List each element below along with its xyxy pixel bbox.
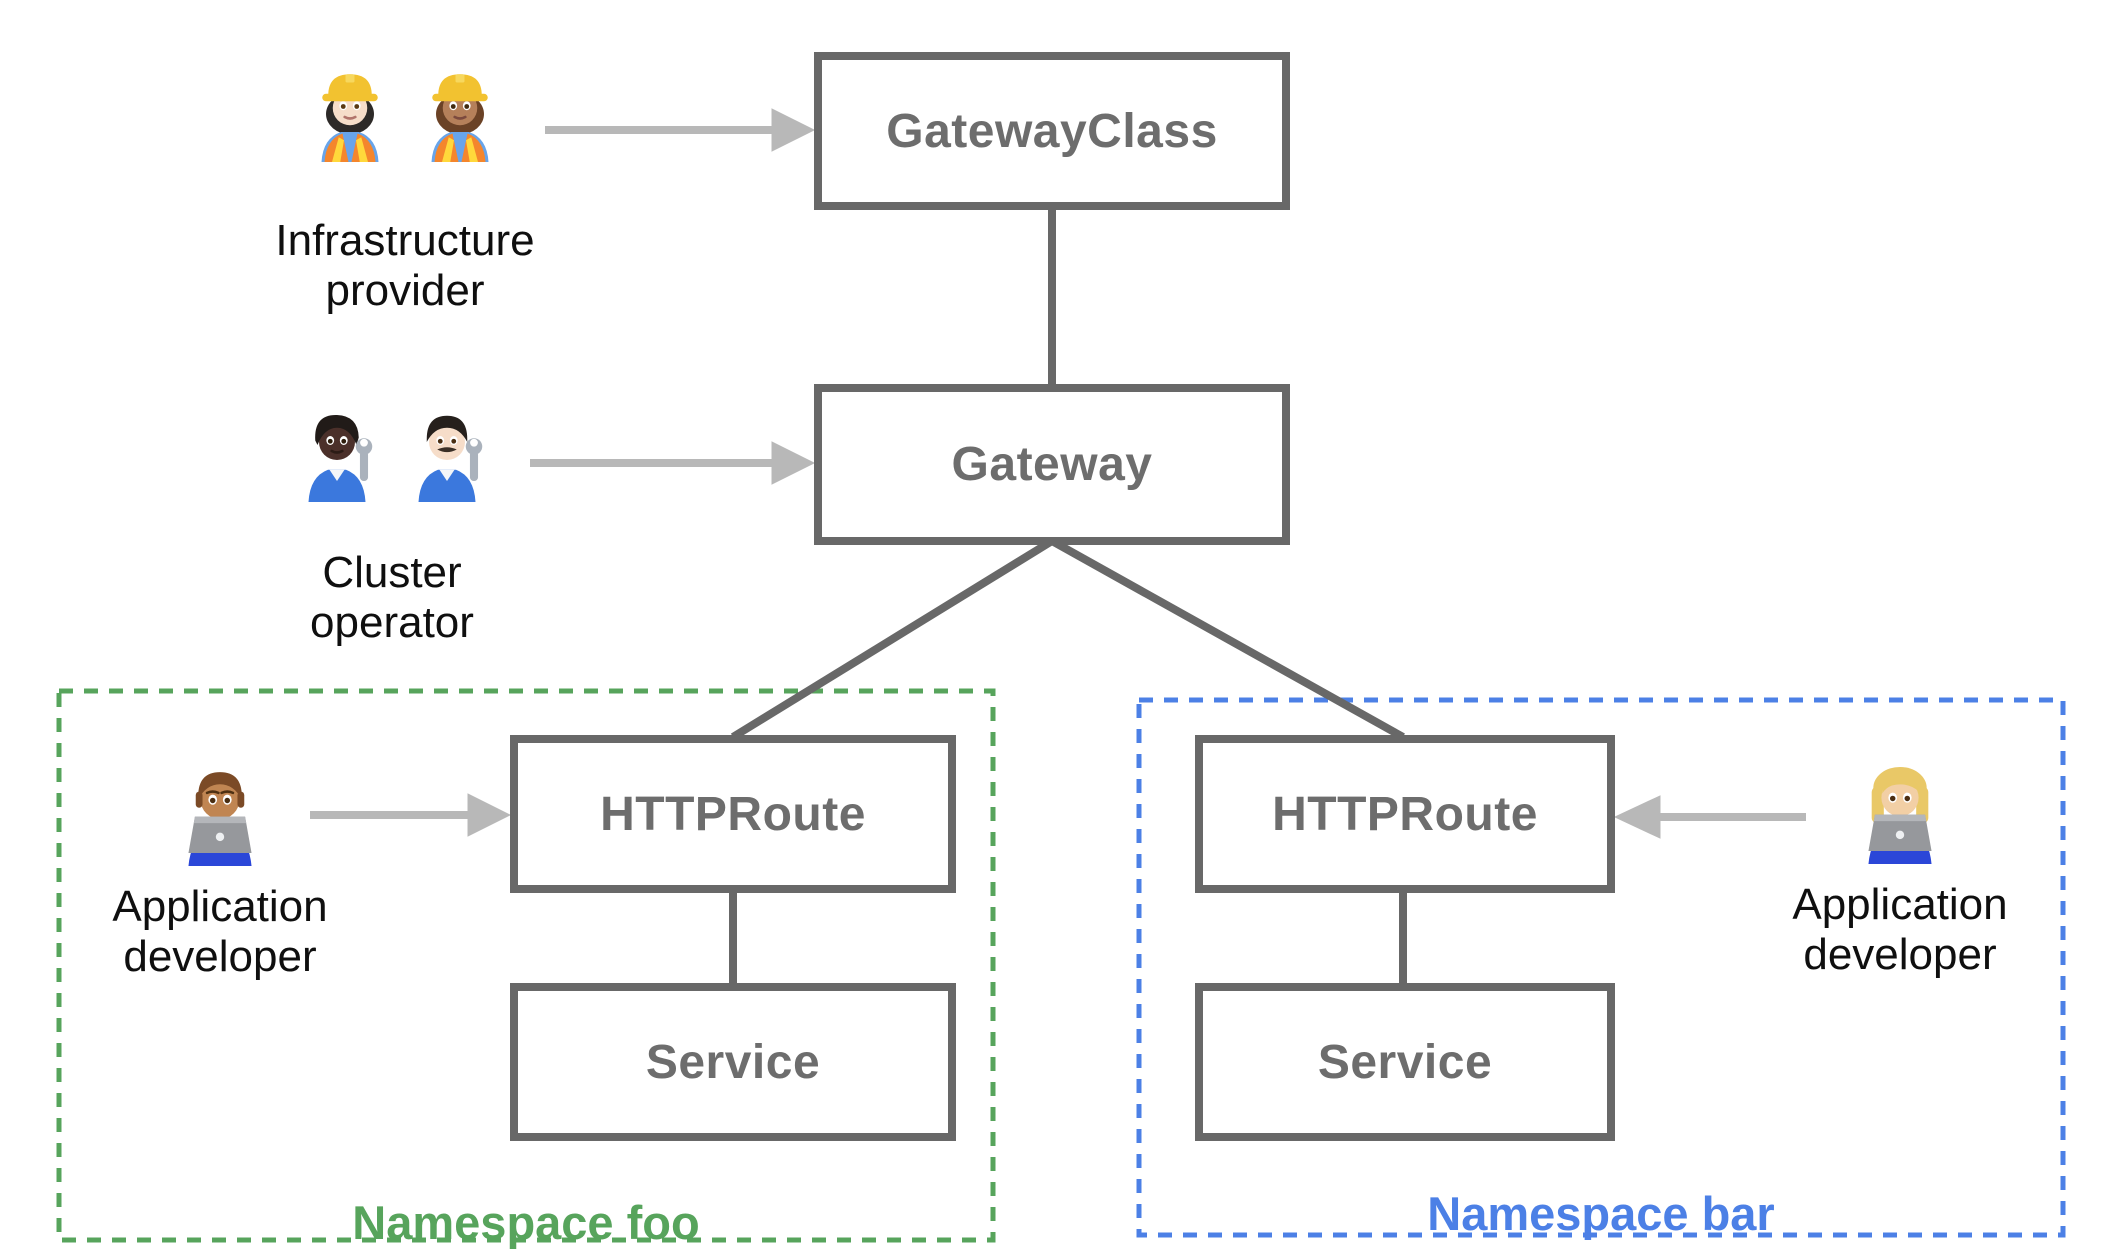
gateway-label: Gateway: [951, 438, 1153, 491]
cluster-operator-label: Cluster operator: [310, 548, 474, 647]
woman-construction-worker-light-skin-icon: [321, 74, 379, 162]
arrow-app-developer-foo-head: [467, 793, 512, 837]
namespace-foo-boundary: [56, 688, 996, 1243]
arrow-infrastructure-provider-head: [771, 108, 816, 152]
woman-technologist-icon: [1868, 766, 1932, 864]
gateway-node: Gateway: [814, 384, 1290, 545]
namespace-foo-label: Namespace foo: [352, 1196, 700, 1249]
app-developer-bar-persona: Application developer: [1760, 754, 2040, 980]
app-developer-bar-icons: [1848, 754, 1952, 864]
httproute-bar-node: HTTPRoute: [1195, 735, 1615, 893]
infrastructure-provider-icons: [302, 60, 508, 162]
woman-construction-worker-medium-skin-icon: [431, 74, 489, 162]
httproute-bar-label: HTTPRoute: [1272, 787, 1538, 841]
namespace-bar-label: Namespace bar: [1427, 1187, 1775, 1240]
service-bar-label: Service: [1317, 1035, 1493, 1089]
arrow-cluster-operator-head: [771, 441, 816, 485]
man-mechanic-light-skin-icon: [418, 415, 483, 502]
httproute-foo-node: HTTPRoute: [510, 735, 956, 893]
mechanic-dark-skin-icon: [308, 414, 373, 502]
cluster-operator-icons: [289, 400, 495, 502]
gatewayclass-label: GatewayClass: [886, 104, 1218, 158]
app-developer-foo-icons: [168, 756, 272, 866]
man-technologist-icon: [188, 772, 252, 866]
arrow-app-developer-bar-head: [1613, 795, 1661, 839]
httproute-foo-label: HTTPRoute: [600, 787, 866, 841]
infrastructure-provider-persona: Infrastructure provider: [225, 60, 585, 316]
connectors: [729, 210, 1407, 985]
app-developer-foo-persona: Application developer: [80, 756, 360, 982]
connector-gateway-httproute-bar: [1050, 537, 1405, 741]
app-developer-bar-label: Application developer: [1792, 880, 2008, 979]
gatewayclass-node: GatewayClass: [814, 52, 1290, 210]
connector-gateway-httproute-foo: [730, 537, 1055, 741]
app-developer-foo-label: Application developer: [112, 882, 328, 981]
namespace-bar-boundary: [1136, 697, 2066, 1238]
persona-arrows: [310, 108, 1806, 839]
service-foo-node: Service: [510, 983, 956, 1141]
service-foo-label: Service: [645, 1035, 821, 1089]
cluster-operator-persona: Cluster operator: [262, 400, 522, 648]
service-bar-node: Service: [1195, 983, 1615, 1141]
infrastructure-provider-label: Infrastructure provider: [275, 216, 535, 315]
